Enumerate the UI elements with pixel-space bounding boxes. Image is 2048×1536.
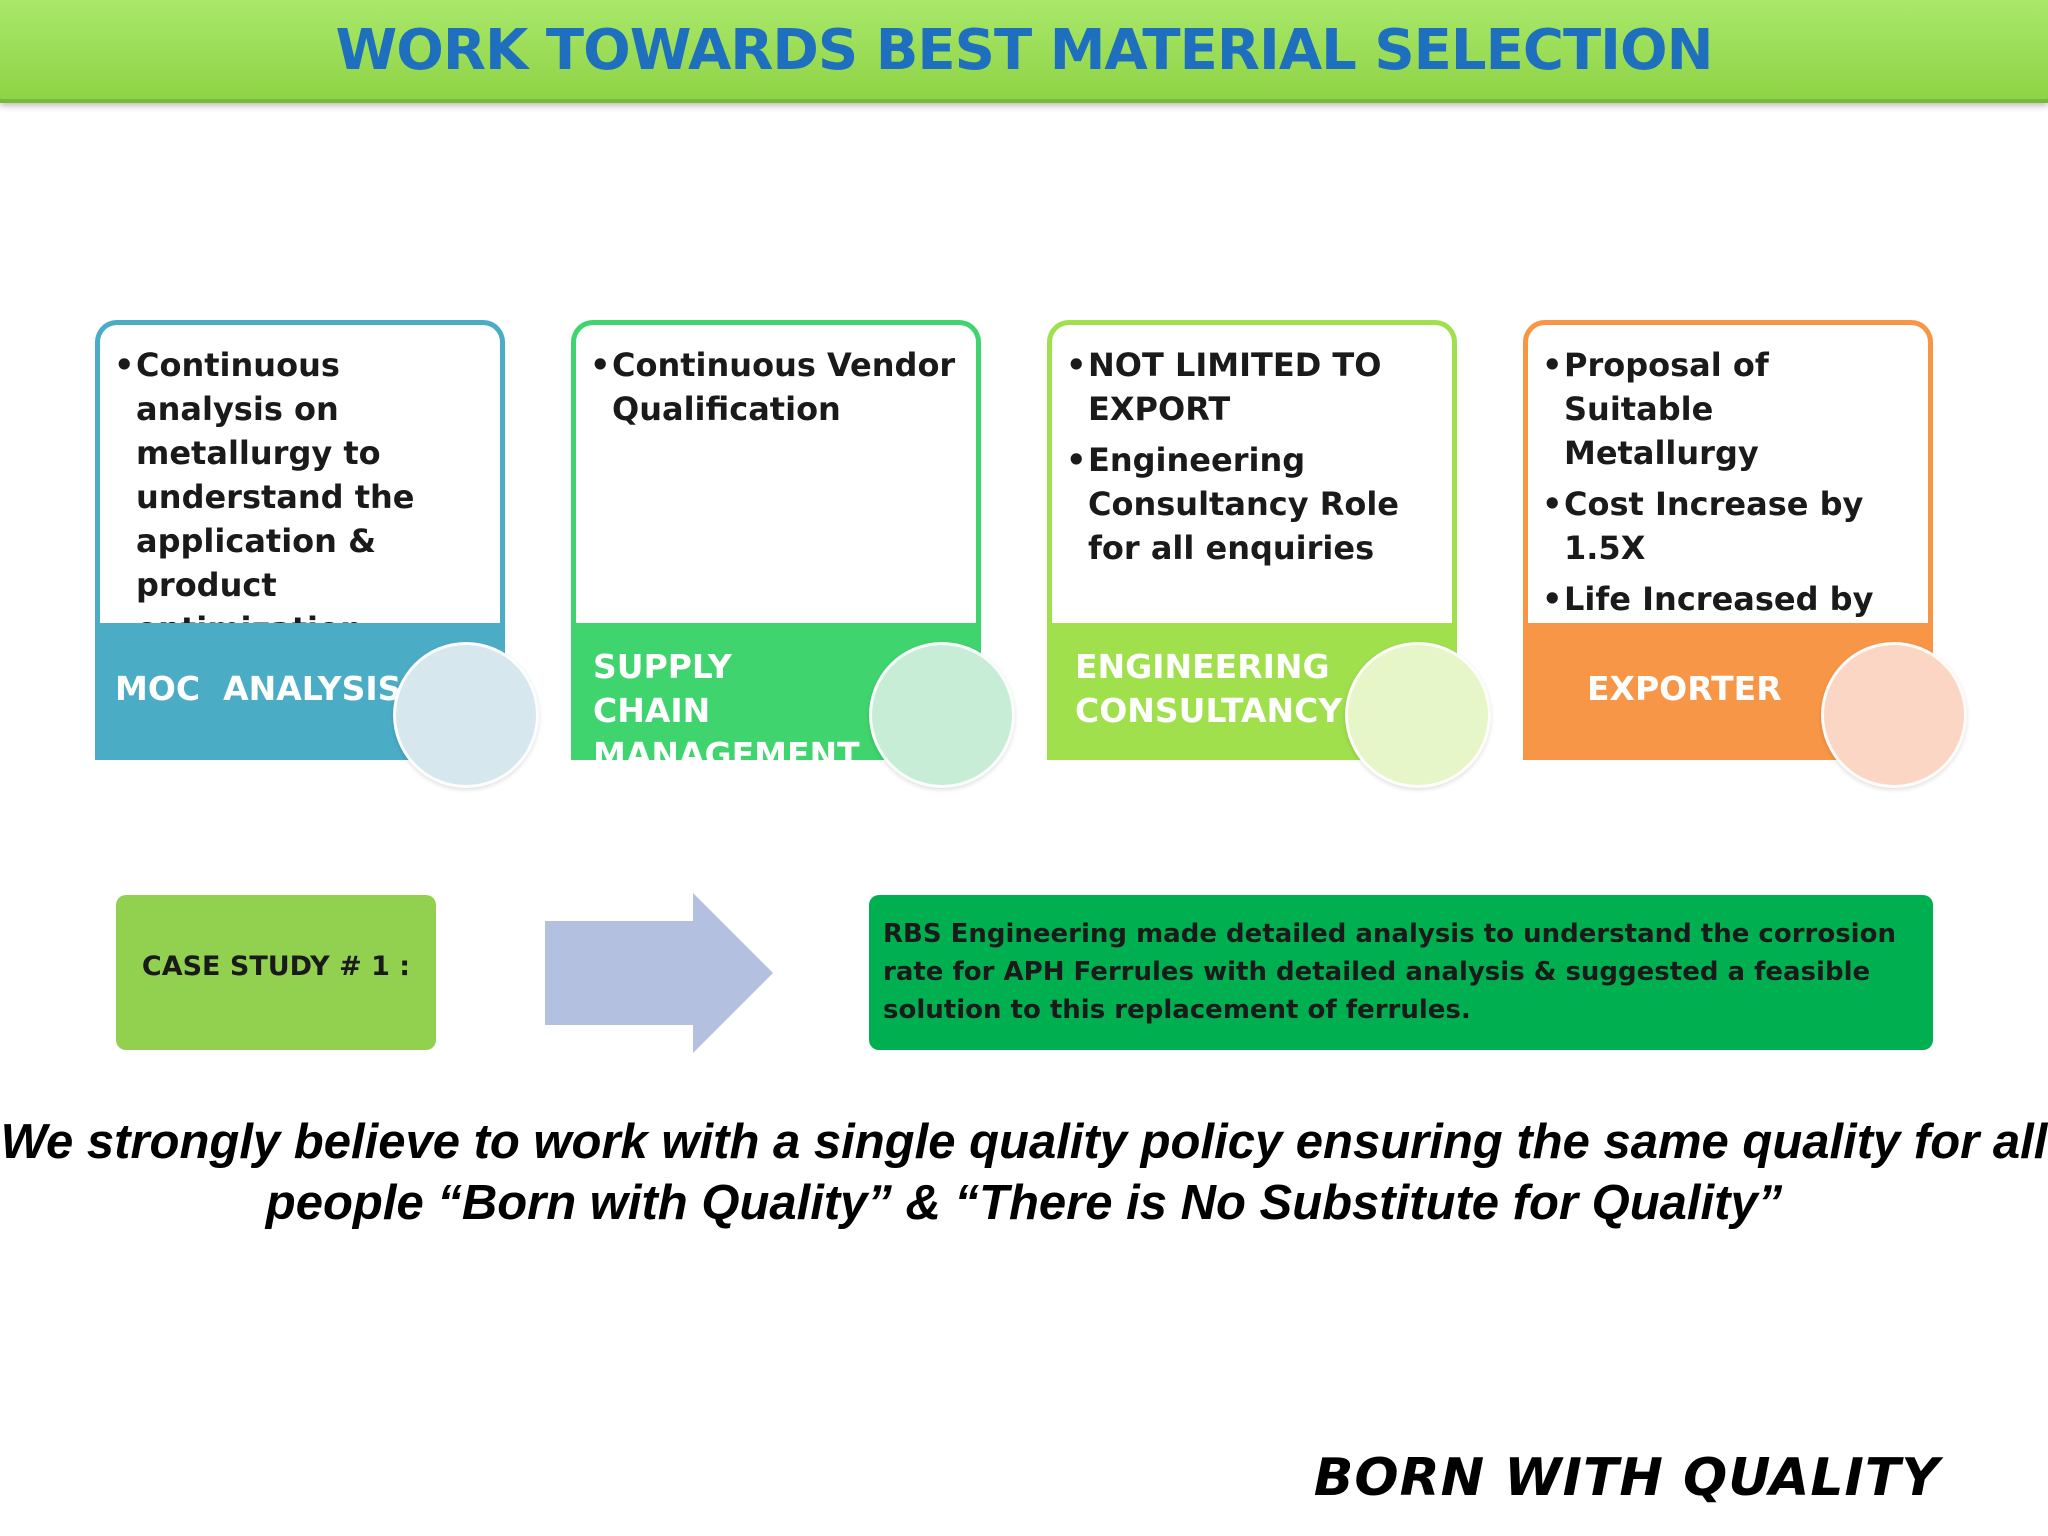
- bullet-item: •Continuous Vendor Qualification: [590, 343, 962, 431]
- circle-icon: [1821, 642, 1967, 788]
- card-label: EXPORTER: [1587, 669, 1782, 708]
- bullet-icon: •: [590, 346, 611, 384]
- card-body: •NOT LIMITED TO EXPORT •Engineering Cons…: [1047, 320, 1457, 638]
- case-study-box: CASE STUDY # 1 :: [116, 895, 436, 1050]
- bullet-list: •Continuous analysis on metallurgy to un…: [114, 343, 486, 651]
- card-label: SUPPLY CHAIN MANAGEMENT: [593, 647, 860, 774]
- bullet-item: •Proposal of Suitable Metallurgy: [1542, 343, 1914, 475]
- card-supply-chain: •Continuous Vendor Qualification SUPPLY …: [571, 320, 1015, 788]
- bullet-item: •Life Increased by 3X: [1542, 577, 1914, 665]
- case-study-description: RBS Engineering made detailed analysis t…: [883, 919, 1896, 1025]
- card-label: MOC ANALYSIS: [115, 669, 402, 708]
- bullet-item: •Continuous analysis on metallurgy to un…: [114, 343, 486, 651]
- card-exporter: •Proposal of Suitable Metallurgy •Cost I…: [1523, 320, 1967, 788]
- case-study-description-box: RBS Engineering made detailed analysis t…: [869, 895, 1933, 1050]
- circle-icon: [1345, 642, 1491, 788]
- quality-statement: We strongly believe to work with a singl…: [0, 1115, 2048, 1230]
- bullet-list: •Continuous Vendor Qualification: [590, 343, 962, 431]
- bullet-item: •NOT LIMITED TO EXPORT: [1066, 343, 1438, 431]
- bullet-icon: •: [1542, 346, 1563, 384]
- bullet-list: •NOT LIMITED TO EXPORT •Engineering Cons…: [1066, 343, 1438, 570]
- card-body: •Continuous Vendor Qualification: [571, 320, 981, 638]
- circle-icon: [393, 642, 539, 788]
- card-body: •Continuous analysis on metallurgy to un…: [95, 320, 505, 648]
- case-study-label: CASE STUDY # 1 :: [141, 951, 411, 982]
- card-engineering-consultancy: •NOT LIMITED TO EXPORT •Engineering Cons…: [1047, 320, 1491, 788]
- right-arrow-icon: [545, 893, 773, 1053]
- card-label: ENGINEERING CONSULTANCY: [1075, 647, 1343, 730]
- bullet-icon: •: [114, 346, 135, 384]
- bullet-item: •Engineering Consultancy Role for all en…: [1066, 438, 1438, 570]
- bullet-icon: •: [1542, 485, 1563, 523]
- card-moc-analysis: •Continuous analysis on metallurgy to un…: [95, 320, 539, 788]
- bullet-icon: •: [1066, 346, 1087, 384]
- bullet-item: •Cost Increase by 1.5X: [1542, 482, 1914, 570]
- bullet-list: •Proposal of Suitable Metallurgy •Cost I…: [1542, 343, 1914, 665]
- title-banner: WORK TOWARDS BEST MATERIAL SELECTION: [0, 0, 2048, 103]
- circle-icon: [869, 642, 1015, 788]
- tagline: BORN WITH QUALITY: [1313, 1448, 1940, 1508]
- page-title: WORK TOWARDS BEST MATERIAL SELECTION: [335, 18, 1714, 83]
- card-body: •Proposal of Suitable Metallurgy •Cost I…: [1523, 320, 1933, 662]
- bullet-icon: •: [1542, 580, 1563, 618]
- bullet-icon: •: [1066, 441, 1087, 479]
